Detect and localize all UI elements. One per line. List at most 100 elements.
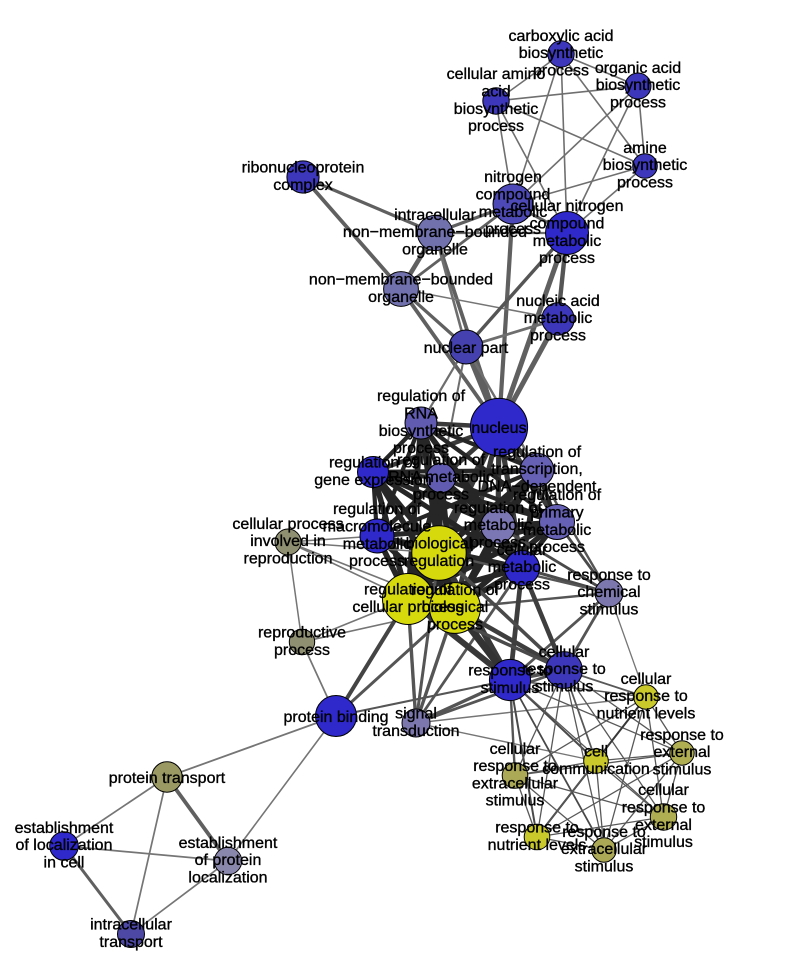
svg-text:cellular: cellular (621, 671, 672, 688)
svg-text:regulation of: regulation of (329, 455, 418, 472)
svg-text:amine: amine (623, 140, 667, 157)
svg-text:cell: cell (584, 744, 608, 761)
svg-text:nucleus: nucleus (471, 420, 526, 437)
svg-text:regulation of: regulation of (397, 452, 486, 469)
svg-text:organelle: organelle (402, 242, 468, 259)
svg-text:process: process (470, 535, 526, 552)
svg-text:metabolic: metabolic (343, 536, 411, 553)
svg-text:cellular amino: cellular amino (447, 66, 546, 83)
svg-text:stimulus: stimulus (481, 680, 540, 697)
svg-text:regulation of: regulation of (454, 500, 543, 517)
svg-text:nuclear part: nuclear part (424, 340, 509, 357)
svg-text:establishment: establishment (15, 820, 114, 837)
svg-text:response to: response to (562, 824, 646, 841)
svg-text:cellular process: cellular process (232, 516, 343, 533)
svg-text:transport: transport (99, 934, 163, 951)
svg-text:metabolic: metabolic (523, 522, 591, 539)
svg-text:organic acid: organic acid (595, 60, 681, 77)
svg-text:compound: compound (476, 187, 551, 204)
svg-text:cellular nitrogen: cellular nitrogen (511, 198, 624, 215)
svg-text:involved in: involved in (250, 533, 326, 550)
svg-text:reproduction: reproduction (244, 551, 333, 568)
svg-text:nitrogen: nitrogen (484, 169, 542, 186)
svg-text:process: process (427, 617, 483, 634)
svg-text:biosynthetic: biosynthetic (596, 77, 681, 94)
svg-text:process: process (617, 175, 673, 192)
svg-text:localization: localization (188, 870, 267, 887)
svg-text:process: process (529, 539, 585, 556)
svg-text:stimulus: stimulus (486, 793, 545, 810)
svg-text:metabolic: metabolic (464, 517, 532, 534)
svg-text:process: process (413, 487, 469, 504)
svg-text:transduction: transduction (372, 723, 459, 740)
svg-text:regulation of: regulation of (513, 487, 602, 504)
svg-text:RNA metabolic: RNA metabolic (388, 469, 494, 486)
svg-text:process: process (393, 440, 449, 457)
svg-text:chemical: chemical (577, 584, 640, 601)
svg-text:regulation of: regulation of (364, 582, 453, 599)
svg-text:cellular: cellular (638, 782, 689, 799)
svg-text:ribonucleoprotein: ribonucleoprotein (242, 160, 365, 177)
svg-text:DNA−dependent: DNA−dependent (478, 479, 597, 496)
svg-text:communication: communication (542, 761, 650, 778)
svg-text:response to: response to (473, 758, 557, 775)
svg-text:RNA: RNA (404, 406, 438, 423)
svg-text:extracellular: extracellular (472, 775, 559, 792)
svg-text:process: process (610, 95, 666, 112)
svg-text:biosynthetic: biosynthetic (379, 423, 464, 440)
svg-text:of protein: of protein (195, 852, 262, 869)
svg-text:biosynthetic: biosynthetic (454, 101, 539, 118)
svg-text:stimulus: stimulus (653, 762, 712, 779)
svg-text:gene expression: gene expression (314, 472, 431, 489)
svg-text:nucleic acid: nucleic acid (516, 293, 600, 310)
svg-text:response to: response to (567, 567, 651, 584)
svg-text:response to: response to (468, 663, 552, 680)
svg-text:metabolic: metabolic (524, 310, 592, 327)
svg-text:non−membrane−bounded: non−membrane−bounded (309, 272, 493, 289)
svg-text:transcription,: transcription, (491, 461, 583, 478)
svg-text:metabolic: metabolic (479, 204, 547, 221)
svg-text:cellular: cellular (490, 741, 541, 758)
svg-text:regulation of: regulation of (333, 501, 422, 518)
svg-text:intracellular: intracellular (90, 917, 172, 934)
svg-text:external: external (635, 817, 692, 834)
svg-text:primary: primary (530, 505, 583, 522)
svg-text:non−membrane−bounded: non−membrane−bounded (343, 224, 527, 241)
svg-text:protein binding: protein binding (284, 709, 389, 726)
svg-text:response to: response to (495, 820, 579, 837)
svg-text:cellular: cellular (497, 542, 548, 559)
svg-text:stimulus: stimulus (575, 859, 634, 876)
svg-text:stimulus: stimulus (580, 602, 639, 619)
svg-text:process: process (485, 221, 541, 238)
svg-text:intracellular: intracellular (394, 207, 476, 224)
svg-text:cellular: cellular (539, 644, 590, 661)
svg-text:process: process (533, 63, 589, 80)
svg-text:nutrient levels: nutrient levels (597, 706, 696, 723)
svg-text:regulation of: regulation of (493, 444, 582, 461)
svg-text:process: process (349, 553, 405, 570)
svg-text:reproductive: reproductive (258, 625, 346, 642)
svg-text:organelle: organelle (368, 289, 434, 306)
svg-text:process: process (468, 118, 524, 135)
svg-text:in cell: in cell (44, 855, 85, 872)
svg-text:cellular process: cellular process (352, 599, 463, 616)
svg-text:nutrient levels: nutrient levels (488, 837, 587, 854)
svg-text:biosynthetic: biosynthetic (603, 157, 688, 174)
svg-text:stimulus: stimulus (634, 834, 693, 851)
svg-text:regulation: regulation (404, 553, 474, 570)
svg-text:process: process (530, 328, 586, 345)
svg-text:regulation of: regulation of (411, 582, 500, 599)
svg-text:external: external (654, 744, 711, 761)
svg-text:response to: response to (522, 661, 606, 678)
svg-text:compound: compound (530, 216, 605, 233)
svg-text:biological: biological (422, 599, 489, 616)
svg-text:signal: signal (395, 706, 437, 723)
svg-text:protein transport: protein transport (109, 770, 226, 787)
svg-text:metabolic: metabolic (533, 233, 601, 250)
svg-text:response to: response to (622, 800, 706, 817)
svg-text:stimulus: stimulus (535, 679, 594, 696)
svg-text:regulation of: regulation of (377, 388, 466, 405)
svg-text:extracellular: extracellular (561, 841, 648, 858)
svg-text:biological: biological (406, 536, 473, 553)
svg-text:establishment: establishment (179, 835, 278, 852)
